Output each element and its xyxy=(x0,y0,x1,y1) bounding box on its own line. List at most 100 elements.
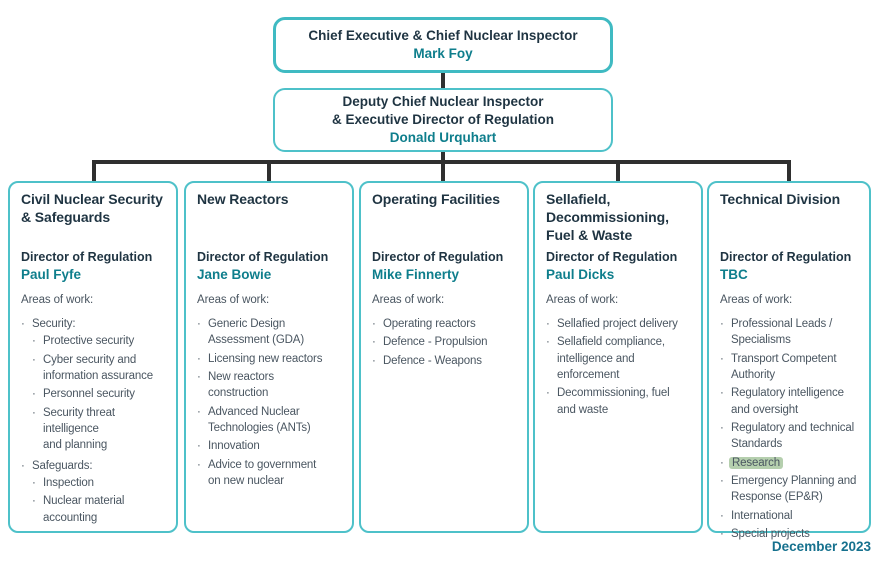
area-item-text: Inspection xyxy=(43,477,94,490)
area-item-text: Emergency Planning and Response (EP&R) xyxy=(731,475,857,504)
bullet-icon: · xyxy=(720,422,724,435)
area-item-text: Protective security xyxy=(43,335,135,348)
area-item: · International xyxy=(720,508,860,524)
area-item-body: Operating reactors xyxy=(383,316,518,332)
director-name: TBC xyxy=(720,267,748,283)
bullet-icon: · xyxy=(546,318,550,331)
areas-of-work-label: Areas of work: xyxy=(372,294,445,307)
division-title: Sellafield, Decommissioning, Fuel & Wast… xyxy=(546,191,669,243)
areas-of-work-label: Areas of work: xyxy=(21,294,94,307)
area-item-text: New reactors construction xyxy=(208,371,274,400)
area-item: · Inspection xyxy=(32,475,167,491)
bullet-icon: · xyxy=(197,371,201,384)
director-name: Jane Bowie xyxy=(197,267,272,283)
area-item: ·Generic Design Assessment (GDA) xyxy=(197,316,343,349)
connector-deputy-stem xyxy=(441,152,445,162)
area-item-text: International xyxy=(731,509,793,522)
area-item: · Licensing new reactors xyxy=(197,351,343,367)
area-list: ·Sellafied project delivery·Sellafield c… xyxy=(546,316,692,418)
deputy-chief-box: Deputy Chief Nuclear Inspector & Executi… xyxy=(273,88,613,152)
area-item: · Regulatory and technical Standards xyxy=(720,420,860,453)
area-item-text: Decommissioning, fuel and waste xyxy=(557,387,670,416)
area-item: · Emergency Planning and Response (EP&R) xyxy=(720,473,860,506)
area-item: · Defence - Weapons xyxy=(372,353,518,369)
director-label: Director of Regulation xyxy=(197,250,329,264)
area-item-body: Security threat intelligence and plannin… xyxy=(43,405,167,454)
connector-drop-civil-nuclear-security xyxy=(92,162,96,181)
area-item: ·Security:·Protective security·Cyber sec… xyxy=(21,316,167,456)
bullet-icon: · xyxy=(32,353,36,366)
director-label: Director of Regulation xyxy=(372,250,504,264)
area-item-body: Sellafield compliance, intelligence and … xyxy=(557,334,692,383)
area-item: ·Transport Competent Authority xyxy=(720,351,860,384)
areas-list-container: ·Sellafied project delivery·Sellafield c… xyxy=(546,316,692,418)
area-item-body: Defence - Propulsion xyxy=(383,334,518,350)
area-item-body: Inspection xyxy=(43,475,167,491)
director-name: Paul Fyfe xyxy=(21,267,82,283)
area-item-text: Nuclear material accounting xyxy=(43,495,125,524)
connector-chief-to-deputy xyxy=(441,73,445,88)
area-item: · Protective security xyxy=(32,333,167,349)
area-item: ·Regulatory intelligence and oversight xyxy=(720,385,860,418)
division-title: Operating Facilities xyxy=(372,191,500,207)
chief-executive-title: Chief Executive & Chief Nuclear Inspecto… xyxy=(308,27,578,43)
chief-executive-name: Mark Foy xyxy=(413,46,473,61)
area-item-body: Emergency Planning and Response (EP&R) xyxy=(731,473,860,506)
area-item-text: Sellafield compliance, intelligence and … xyxy=(557,336,665,382)
bullet-icon: · xyxy=(197,405,201,418)
deputy-chief-title: Deputy Chief Nuclear Inspector & Executi… xyxy=(331,93,555,127)
bullet-icon: · xyxy=(21,459,25,472)
area-item: · Operating reactors xyxy=(372,316,518,332)
area-item-body: Nuclear material accounting xyxy=(43,493,167,526)
area-item-text: Security: xyxy=(32,318,76,331)
bullet-icon: · xyxy=(720,475,724,488)
area-item-text: Special projects xyxy=(731,528,810,541)
areas-of-work-label: Areas of work: xyxy=(546,294,619,307)
bullet-icon: · xyxy=(720,318,724,331)
bullet-icon: · xyxy=(546,387,550,400)
bullet-icon: · xyxy=(720,456,724,469)
area-item: ·Professional Leads / Specialisms xyxy=(720,316,860,349)
area-item-body: Defence - Weapons xyxy=(383,353,518,369)
area-item-text: Operating reactors xyxy=(383,318,476,331)
area-item-text: Licensing new reactors xyxy=(208,352,323,365)
area-item-body: Transport Competent Authority xyxy=(731,351,860,384)
area-item-text: Personnel security xyxy=(43,388,135,401)
area-item: ·Personnel security xyxy=(32,386,167,402)
connector-drop-technical-division xyxy=(787,162,791,181)
bullet-icon: · xyxy=(197,352,201,365)
bullet-icon: · xyxy=(372,318,376,331)
area-list: · Security: · Protective security · Cyber sec… xyxy=(21,316,167,528)
area-item-body: Regulatory and technical Standards xyxy=(731,420,860,453)
areas-list-container: ·Professional Leads / Specialisms·Transp… xyxy=(720,316,860,542)
bullet-icon: · xyxy=(32,335,36,348)
bullet-icon: · xyxy=(546,336,550,349)
area-list: · Operating reactors · Defence - Propulsion… xyxy=(372,316,518,369)
sub-area-list: · Inspection· Nuclear material accounting xyxy=(32,475,167,526)
area-item: · Sellafield compliance, intelligence and… xyxy=(546,334,692,383)
area-item-body: Personnel security xyxy=(43,386,167,402)
area-item-text: Transport Competent Authority xyxy=(731,352,837,382)
connector-drop-new-reactors xyxy=(267,162,271,181)
areas-list-container: · Operating reactors · Defence - Propulsion… xyxy=(372,316,518,369)
division-box-operating-facilities: Operating Facilities Director of Regulat… xyxy=(359,181,529,533)
director-name: Mike Finnerty xyxy=(372,267,460,283)
chief-executive-box: Chief Executive & Chief Nuclear Inspecto… xyxy=(273,17,613,73)
bullet-icon: · xyxy=(32,477,36,490)
footer-date: December 2023 xyxy=(771,539,871,554)
area-item-text: Cyber security and information assurance xyxy=(43,353,153,383)
area-item-text: Advice to government on new nuclear xyxy=(208,458,317,488)
bullet-icon: · xyxy=(197,458,201,471)
bullet-icon: · xyxy=(720,528,724,541)
area-item-text: Regulatory and technical Standards xyxy=(731,422,854,451)
area-item-body: Research xyxy=(729,455,860,471)
area-item-text: Defence - Weapons xyxy=(383,354,482,367)
area-item: · Decommissioning, fuel and waste xyxy=(546,385,692,418)
bullet-icon: · xyxy=(372,354,376,367)
deputy-chief-name: Donald Urquhart xyxy=(389,130,497,146)
bullet-icon: · xyxy=(720,509,724,522)
division-box-technical-division: Technical Division Director of Regulatio… xyxy=(707,181,871,540)
area-item: · Special projects xyxy=(720,526,860,542)
bullet-icon: · xyxy=(197,440,201,453)
